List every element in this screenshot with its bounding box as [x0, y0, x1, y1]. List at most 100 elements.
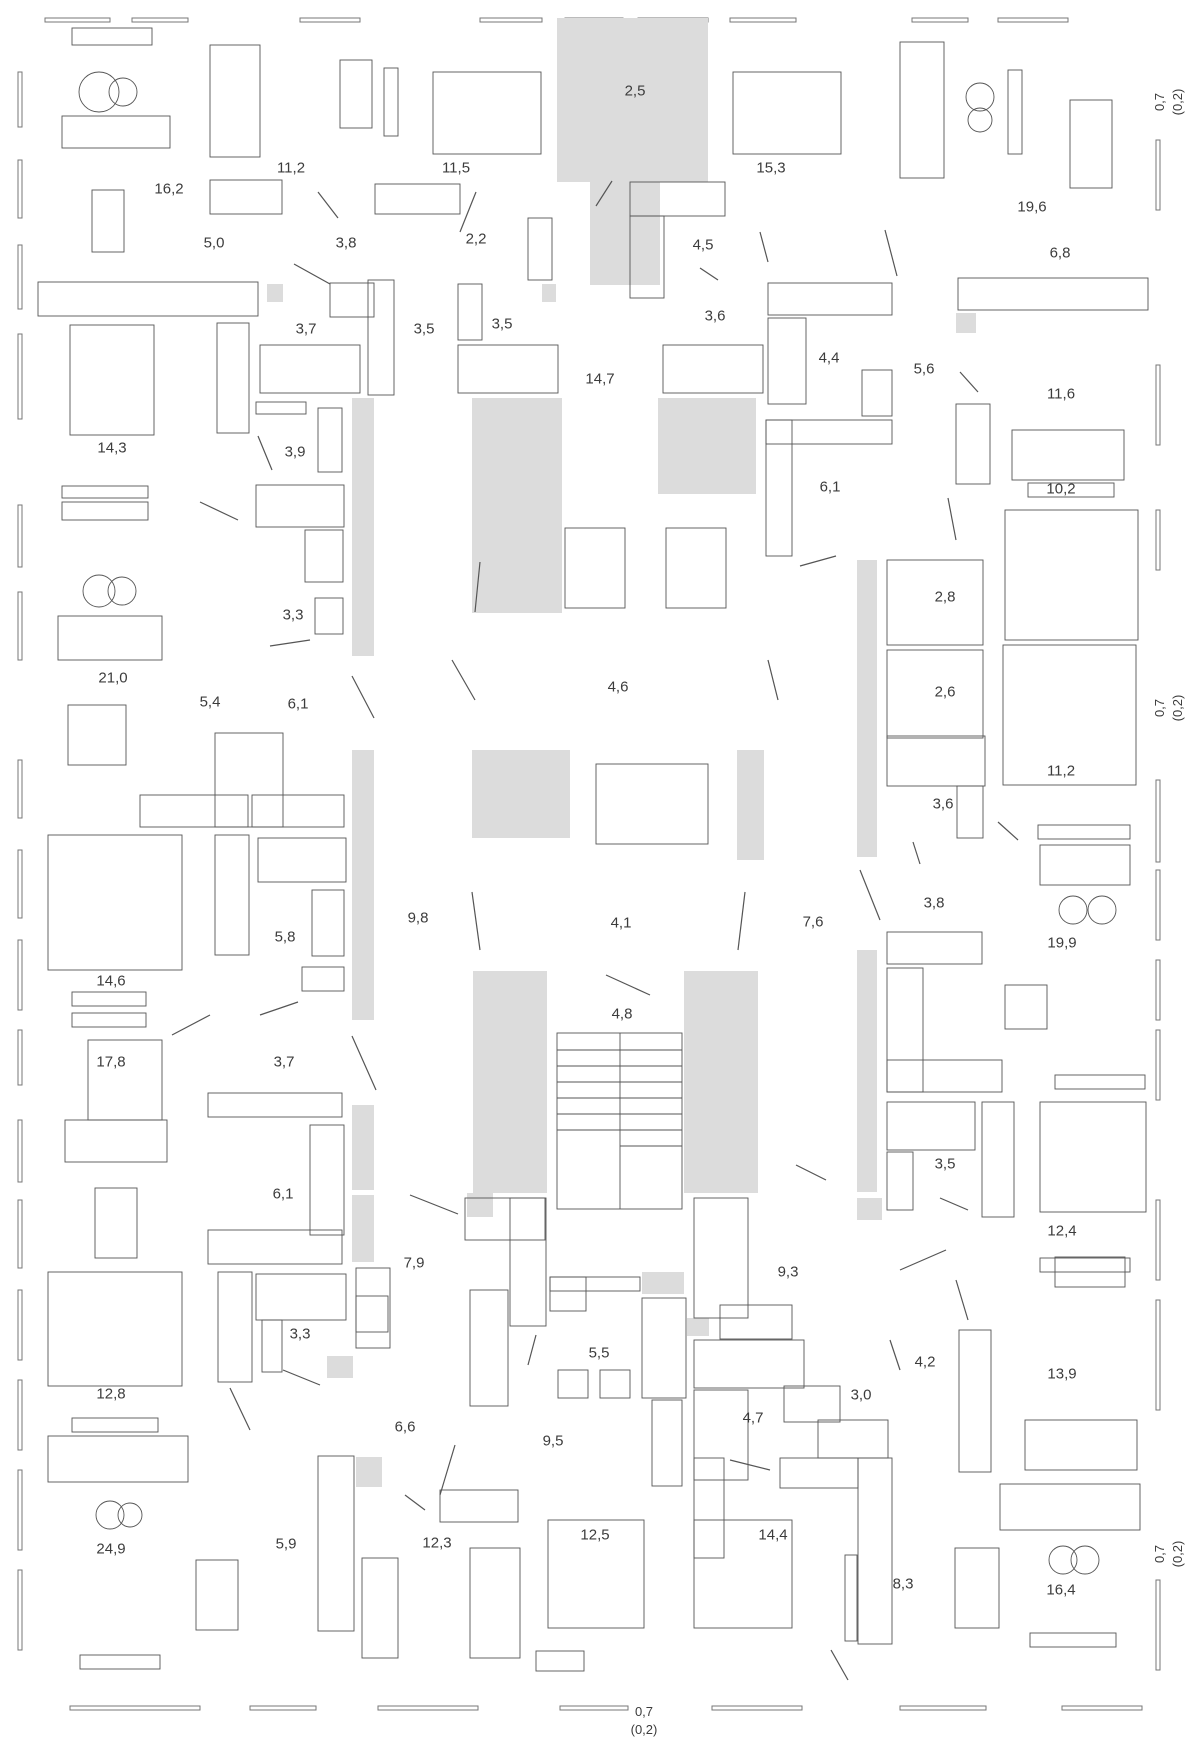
wardrobe-icon [216, 322, 250, 434]
kitchen-counter-icon [37, 281, 259, 317]
room-label: 6,8 [1049, 244, 1071, 262]
bed-icon [47, 1271, 183, 1387]
wardrobe-icon [214, 834, 250, 956]
room-label: 14,4 [758, 1526, 788, 1544]
bed-icon [469, 1547, 521, 1659]
room-label: 9,8 [407, 909, 429, 927]
toilet-icon [817, 1419, 889, 1459]
room-label: 7,6 [802, 913, 824, 931]
room-label: 13,9 [1047, 1365, 1077, 1383]
sink-icon [317, 407, 343, 473]
bed-icon [547, 1519, 645, 1629]
room-label: 9,3 [777, 1263, 799, 1281]
room-label: 17,8 [96, 1053, 126, 1071]
wardrobe-icon [765, 419, 893, 445]
room-label: 12,5 [580, 1526, 610, 1544]
kitchen-counter-icon [214, 732, 284, 828]
sink-icon [261, 1319, 283, 1373]
washing-machine-icon [329, 282, 375, 318]
room-label: 14,6 [96, 972, 126, 990]
bathtub-icon [641, 1297, 687, 1399]
room-label: 11,6 [1046, 385, 1076, 403]
room-label: 3,5 [413, 320, 435, 338]
room-label: 11,5 [441, 159, 471, 177]
dining-table-icon [195, 1559, 239, 1631]
washing-machine-icon [719, 1304, 793, 1340]
kitchen-counter-icon [139, 794, 249, 828]
wardrobe-icon [955, 403, 991, 485]
room-label: 10,2 [1046, 480, 1076, 498]
room-label: 3,9 [284, 443, 306, 461]
bed-icon [732, 71, 842, 155]
wardrobe-icon [439, 1489, 519, 1523]
bathtub-icon [457, 344, 559, 394]
sofa-icon [899, 41, 945, 179]
room-label: 6,6 [394, 1418, 416, 1436]
kitchen-counter-icon [886, 967, 924, 1093]
bed-icon [69, 324, 155, 436]
elevator-icon [564, 527, 626, 609]
room-label: 5,5 [588, 1344, 610, 1362]
balcony-label: 0,7 (0,2) [630, 1704, 658, 1737]
dining-table-icon [954, 1547, 1000, 1629]
wardrobe-icon [767, 282, 893, 316]
room-label: 3,8 [923, 894, 945, 912]
bed-icon [1024, 1419, 1138, 1471]
sofa-icon [999, 1483, 1141, 1531]
wardrobe-icon [509, 1197, 547, 1327]
washing-machine-icon [956, 785, 984, 839]
bed-icon [693, 1519, 793, 1629]
kitchen-counter-icon [309, 1124, 345, 1236]
sink-icon [557, 1369, 589, 1399]
sink-icon [314, 597, 344, 635]
bathtub-icon [259, 344, 361, 394]
room-label: 4,5 [692, 236, 714, 254]
bed-icon [1039, 1101, 1147, 1213]
room-label: 3,3 [289, 1325, 311, 1343]
bathtub-icon [886, 735, 986, 787]
bathtub-icon [257, 837, 347, 883]
sofa-icon [1039, 844, 1131, 886]
shelf-icon [71, 27, 153, 46]
bathtub-icon [255, 1273, 347, 1321]
wardrobe-icon [629, 215, 665, 299]
dining-table-icon [94, 1187, 138, 1259]
bed-icon [87, 1039, 163, 1121]
wardrobe-icon [217, 1271, 253, 1383]
bathtub-icon [662, 344, 764, 394]
wardrobe-icon [886, 649, 984, 739]
stairs-icon [556, 1032, 683, 1210]
balcony-label: 0,7 (0,2) [1152, 88, 1185, 116]
bathtub-icon [693, 1339, 805, 1389]
room-label: 3,8 [335, 234, 357, 252]
wardrobe-icon [765, 419, 793, 557]
room-label: 4,4 [818, 349, 840, 367]
room-label: 3,0 [850, 1386, 872, 1404]
room-label: 12,3 [422, 1534, 452, 1552]
sofa-icon [64, 1119, 168, 1163]
kitchen-counter-icon [957, 277, 1149, 311]
bed-icon [432, 71, 542, 155]
dining-table-icon [1069, 99, 1113, 189]
room-label: 3,7 [295, 320, 317, 338]
bathtub-icon [886, 1101, 976, 1151]
room-label: 6,1 [272, 1185, 294, 1203]
room-label: 2,6 [934, 683, 956, 701]
wardrobe-icon [651, 1399, 683, 1487]
room-label: 12,4 [1047, 1222, 1077, 1240]
room-label: 5,4 [199, 693, 221, 711]
room-label: 19,6 [1017, 198, 1047, 216]
room-label: 4,7 [742, 1409, 764, 1427]
sofa-icon [61, 115, 171, 149]
room-label: 19,9 [1047, 934, 1077, 952]
room-label: 6,1 [287, 695, 309, 713]
room-label: 2,8 [934, 588, 956, 606]
wardrobe-icon [693, 1457, 725, 1559]
room-label: 3,7 [273, 1053, 295, 1071]
room-label: 7,9 [403, 1254, 425, 1272]
doors [171, 180, 1019, 1681]
wardrobe-icon [693, 1197, 749, 1319]
room-label: 2,5 [624, 82, 646, 100]
wardrobe-icon [469, 1289, 509, 1407]
wardrobe-icon [374, 183, 461, 215]
